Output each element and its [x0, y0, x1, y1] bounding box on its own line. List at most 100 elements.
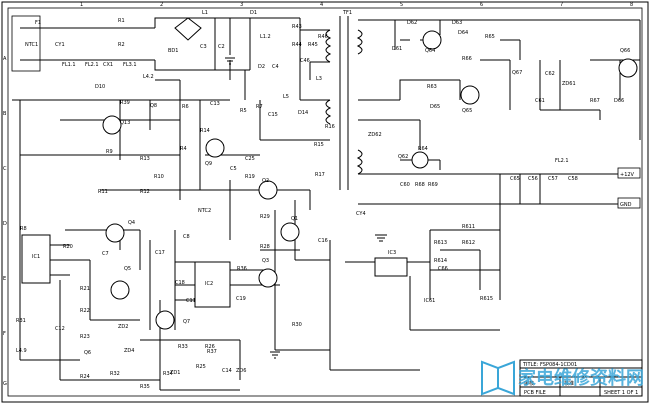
label-l49: L4.9: [16, 348, 27, 354]
label-ic61: IC61: [424, 298, 435, 304]
label-c13: C13: [210, 101, 220, 107]
title-row-label-2: 核准: [564, 380, 574, 387]
label-r28: R28: [260, 244, 270, 250]
label-r30: R30: [292, 322, 302, 328]
label-cy4: CY4: [356, 211, 366, 217]
watermark-text: 家电维修资料网: [518, 367, 644, 389]
label-cx1: CX1: [103, 62, 113, 68]
label-q66: Q66: [620, 48, 630, 54]
label-c56: C56: [528, 176, 538, 182]
col-mark-4: 4: [320, 2, 323, 8]
label-q5: Q5: [124, 266, 131, 272]
label-c19: C19: [236, 296, 246, 302]
label-ic3: IC3: [388, 250, 396, 256]
label-c14: C14: [222, 368, 232, 374]
ground-symbols: [225, 57, 387, 359]
label-c17: C17: [155, 250, 165, 256]
label-r29: R29: [260, 214, 270, 220]
row-mark-c: C: [3, 166, 7, 172]
label-r44: R44: [292, 42, 302, 48]
label-c12: C12: [55, 326, 65, 332]
label-q1: Q1: [291, 216, 298, 222]
label-zd62: ZD62: [368, 132, 382, 138]
label-ic1: IC1: [32, 254, 40, 260]
q6-body: [258, 180, 278, 200]
label-r17: R17: [315, 172, 325, 178]
title-row-label-1: 审核: [524, 380, 534, 387]
col-mark-1: 1: [80, 2, 83, 8]
label-r13: R13: [140, 156, 150, 162]
border-markings: 1 2 3 4 5 6 7 8 A B C D E F G: [3, 2, 633, 387]
label-c60: C60: [400, 182, 410, 188]
label-c66: C66: [438, 266, 448, 272]
row-mark-g: G: [3, 381, 7, 387]
col-mark-7: 7: [560, 2, 563, 8]
label-r12: R12: [140, 189, 150, 195]
label-l12: L1.2: [260, 34, 271, 40]
title-block: TITLE: FSP084-1CD01 审核 核准 PCB FILE SHEET…: [522, 362, 638, 396]
label-r11: R11: [98, 189, 108, 195]
row-mark-b: B: [3, 111, 7, 117]
label-r34: R34: [163, 371, 173, 377]
label-r21: R21: [80, 286, 90, 292]
label-c15: C15: [268, 112, 278, 118]
q4-body: [105, 223, 125, 243]
label-l3: L3: [316, 76, 322, 82]
label-q62: Q62: [398, 154, 408, 160]
col-mark-8: 8: [630, 2, 633, 8]
label-r25: R25: [196, 364, 206, 370]
label-zd2: ZD2: [118, 324, 128, 330]
label-q2: Q2: [262, 178, 269, 184]
label-r7: R7: [256, 104, 263, 110]
row-mark-f: F: [3, 331, 6, 337]
label-q13: Q13: [120, 120, 130, 126]
label-c61: C61: [535, 98, 545, 104]
label-fl2: FL2.1: [85, 62, 99, 68]
label-r15: R15: [314, 142, 324, 148]
q62-body: [411, 151, 429, 169]
label-r24: R24: [80, 374, 90, 380]
label-c2: C2: [218, 44, 225, 50]
label-q64: Q64: [425, 48, 435, 54]
label-zd4: ZD4: [124, 348, 134, 354]
label-q7: Q7: [183, 319, 190, 325]
label-c8: C8: [183, 234, 190, 240]
row-mark-a: A: [3, 56, 7, 62]
watermark-book-icon: [481, 360, 515, 396]
label-zd1: ZD1: [170, 370, 180, 376]
label-r65: R65: [485, 34, 495, 40]
col-mark-5: 5: [400, 2, 403, 8]
label-fl3: FL3.1: [123, 62, 137, 68]
q1-body: [280, 222, 300, 242]
label-c11: C11: [186, 298, 196, 304]
q64-body: [422, 30, 442, 50]
label-l1: L1: [202, 10, 208, 16]
label-d1: D1: [250, 10, 257, 16]
label-l5: L5: [283, 94, 289, 100]
label-c65: C65: [510, 176, 520, 182]
label-r6: R6: [182, 104, 189, 110]
q7-body: [155, 310, 175, 330]
label-d2: D2: [258, 64, 265, 70]
component-labels: F1 NTC1 CY1 FL1.1 FL2.1 CX1 FL3.1 R1 R2 …: [16, 10, 630, 390]
label-d65: D65: [430, 104, 440, 110]
label-r4: R4: [180, 146, 187, 152]
label-r10: R10: [154, 174, 164, 180]
label-r613: R613: [434, 240, 447, 246]
label-r37: R37: [207, 349, 217, 355]
title-sheet: SHEET 1 OF 1: [604, 390, 638, 396]
label-r611: R611: [462, 224, 475, 230]
label-c16: C16: [318, 238, 328, 244]
label-r16: R16: [325, 124, 335, 130]
label-q8: Q8: [150, 103, 157, 109]
title-value: FSP084-1CD01: [540, 362, 577, 368]
label-zd6: ZD6: [236, 368, 246, 374]
label-r20: R20: [63, 244, 73, 250]
label-r69: R69: [428, 182, 438, 188]
label-q9: Q9: [205, 161, 212, 167]
label-r32: R32: [110, 371, 120, 377]
q66-body: [618, 58, 638, 78]
label-l4: L4.2: [143, 74, 154, 80]
